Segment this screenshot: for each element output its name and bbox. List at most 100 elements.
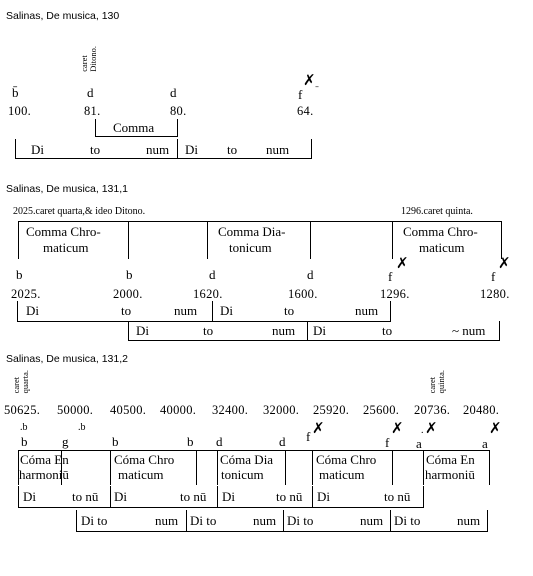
ditonum-bracket [177, 139, 178, 159]
letter-f: f [298, 87, 303, 102]
ditonum-bracket [390, 510, 391, 532]
letter-f: f [306, 429, 311, 444]
ditonum-syllable: num [146, 142, 170, 157]
letter-f: f [491, 269, 496, 284]
ditonum-bracket [499, 321, 500, 341]
ditonum-bracket [15, 139, 16, 159]
note-left: 2025.caret quarta,& ideo Ditono. [13, 206, 146, 217]
letter-d: d [87, 85, 94, 100]
sharp-icon: ✗ [425, 419, 438, 437]
ditonum-syllable: to nū [180, 489, 207, 504]
number: 100. [8, 104, 32, 118]
comma-bracket [18, 450, 19, 485]
letter-d: d [216, 434, 223, 449]
comma-label: maticum [319, 467, 365, 482]
ditonum-syllable: num [360, 513, 384, 528]
sharp-icon: ✗ [396, 254, 409, 272]
comma-bracket [207, 221, 208, 259]
ditonum-bracket [307, 321, 308, 341]
ditonum-syllable: num [155, 513, 179, 528]
annotation-line: quarta. [19, 370, 30, 394]
letter-b: b [126, 267, 133, 282]
letter-d: d [170, 85, 177, 100]
number: 80. [170, 104, 187, 118]
ditonum-syllable: Di [317, 489, 330, 504]
number: 40500. [110, 403, 147, 417]
ditonum-syllable: to [203, 323, 214, 338]
ditonum-syllable: Di [23, 489, 36, 504]
ditonum-syllable: Di to [81, 513, 108, 528]
letter-a: a [416, 436, 422, 451]
number: 1280. [480, 287, 510, 301]
comma-label: maticum [419, 240, 465, 255]
ditonum-syllable: to nū [276, 489, 303, 504]
letter-f: f [385, 435, 390, 450]
sharp-icon: ✗ [391, 419, 404, 437]
ditonum-bracket [423, 486, 424, 508]
number: 2025. [11, 287, 41, 301]
ditonum-bracket [18, 486, 19, 508]
ditonum-syllable: Di to [394, 513, 421, 528]
ditonum-syllable: num [174, 303, 198, 318]
ditonum-syllable: to nū [72, 489, 99, 504]
ditonum-line [128, 340, 500, 341]
number: 25600. [363, 403, 400, 417]
comma-label: Cóma En [426, 452, 475, 467]
caption-ex1: Salinas, De musica, 130 [6, 10, 120, 22]
comma-label: Cóma Chro [114, 452, 175, 467]
ditonum-bracket [311, 139, 312, 159]
comma-label: maticum [118, 467, 164, 482]
ditonum-bracket [128, 321, 129, 341]
comma-bracket [177, 119, 178, 137]
note-right: 1296.caret quinta. [401, 206, 473, 217]
ditonum-bracket [76, 510, 77, 532]
comma-bracket [423, 450, 424, 485]
comma-label: Cóma Dia [220, 452, 274, 467]
ditonum-syllable: Di [222, 489, 235, 504]
ditonum-syllable: Di [114, 489, 127, 504]
ditonum-bracket [186, 510, 187, 532]
comma-bracket [392, 221, 393, 259]
number: 32000. [263, 403, 300, 417]
number: 81. [84, 104, 101, 118]
ditonum-syllable: Di [26, 303, 39, 318]
comma-label: Comma Dia- [218, 224, 286, 239]
letter-b: b [16, 267, 23, 282]
comma-label: tonicum [221, 467, 264, 482]
number: 20736. [414, 403, 451, 417]
number: 1600. [288, 287, 318, 301]
ditonum-line [76, 531, 488, 532]
annotation-caret-quarta: caret quarta. [11, 370, 30, 394]
ditonum-syllable: Di to [287, 513, 314, 528]
ditonum-syllable: Di [313, 323, 326, 338]
comma-bracket [392, 450, 393, 485]
comma-bracket [196, 450, 197, 485]
letter-b: b [187, 434, 194, 449]
ditonum-bracket [217, 486, 218, 508]
letter-d: d [279, 434, 286, 449]
letter-g: g [62, 434, 69, 449]
ditonum-syllable: num [272, 323, 296, 338]
comma-bracket [110, 450, 111, 485]
letter-b: .b [78, 422, 86, 433]
number: 1620. [193, 287, 223, 301]
comma-bracket [489, 450, 490, 485]
sharp-icon: ✗ [303, 71, 316, 89]
ditonum-syllable: to [284, 303, 295, 318]
ditonum-syllable: Di [31, 142, 44, 157]
ditonum-syllable: to [227, 142, 238, 157]
ditonum-syllable: num [355, 303, 379, 318]
comma-bracket [95, 119, 96, 137]
ditonum-syllable: Di [136, 323, 149, 338]
number: 40000. [160, 403, 197, 417]
comma-label: harmoniū [425, 467, 475, 482]
number: 50625. [4, 403, 41, 417]
comma-bracket [217, 450, 218, 485]
comma-bracket [18, 221, 19, 259]
comma-label: Cóma En [20, 452, 69, 467]
ditonum-line [17, 321, 391, 322]
letter-f: f [388, 269, 393, 284]
annotation-caret-quinta: caret quinta. [427, 370, 446, 393]
ditonum-bracket [487, 510, 488, 532]
ditonum-syllable: Di to [190, 513, 217, 528]
